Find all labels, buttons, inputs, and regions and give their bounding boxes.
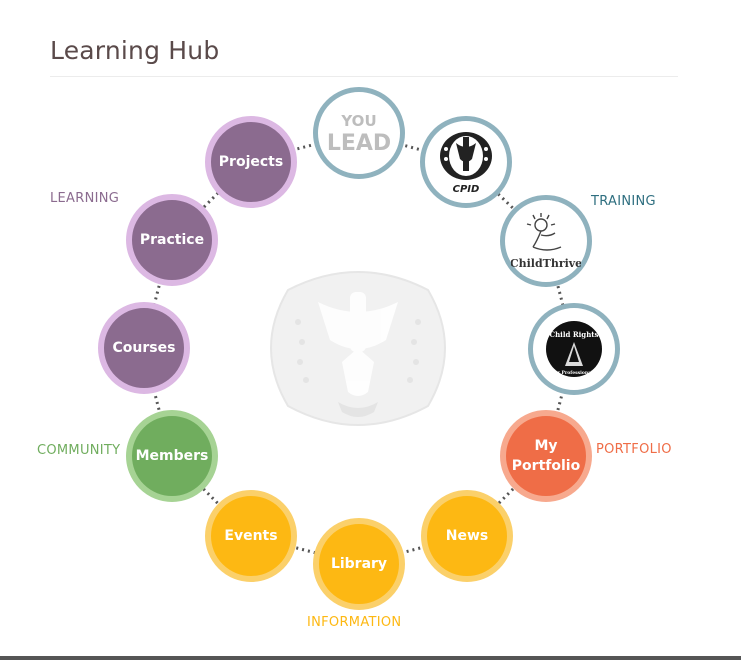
childrights-line2: for Professionals xyxy=(553,370,596,376)
cpid-logo-text: CPID xyxy=(453,184,480,195)
category-portfolio-label: PORTFOLIO xyxy=(596,442,672,457)
category-training-label: TRAINING xyxy=(591,194,656,209)
members-label: Members xyxy=(135,448,209,464)
page-title: Learning Hub xyxy=(50,36,220,65)
my-portfolio-label-line2: Portfolio xyxy=(511,458,581,474)
childrights-logo-button[interactable]: Child Rights for Professionals xyxy=(528,303,620,395)
category-learning-label: LEARNING xyxy=(50,191,120,206)
lion-logo-watermark-icon xyxy=(270,271,446,426)
youlead-logo-button[interactable]: YOU LEAD xyxy=(313,87,405,179)
category-information-label: INFORMATION xyxy=(307,615,402,630)
cpid-lion-icon: CPID xyxy=(440,132,492,195)
courses-button[interactable]: Courses xyxy=(98,302,190,394)
members-button[interactable]: Members xyxy=(126,410,218,502)
projects-label: Projects xyxy=(218,154,284,170)
practice-label: Practice xyxy=(139,232,205,248)
cpid-logo-button[interactable]: CPID xyxy=(420,116,512,208)
title-divider xyxy=(50,76,678,77)
courses-label: Courses xyxy=(112,340,176,356)
practice-button[interactable]: Practice xyxy=(126,194,218,286)
news-button[interactable]: News xyxy=(421,490,513,582)
category-community-label: COMMUNITY xyxy=(37,443,121,458)
childthrive-logo-button[interactable]: ChildThrive xyxy=(500,195,592,287)
library-label: Library xyxy=(330,556,388,572)
footer-bar xyxy=(0,656,741,660)
projects-button[interactable]: Projects xyxy=(205,116,297,208)
news-label: News xyxy=(445,528,489,544)
library-button[interactable]: Library xyxy=(313,518,405,610)
youlead-icon: YOU LEAD xyxy=(328,112,390,156)
events-label: Events xyxy=(224,528,278,544)
youlead-line1: YOU xyxy=(340,112,376,130)
childthrive-logo-text: ChildThrive xyxy=(511,257,581,270)
my-portfolio-button[interactable]: My Portfolio xyxy=(500,410,592,502)
events-button[interactable]: Events xyxy=(205,490,297,582)
childrights-icon: Child Rights for Professionals xyxy=(546,321,602,377)
childthrive-icon: ChildThrive xyxy=(511,213,581,270)
childrights-line1: Child Rights xyxy=(550,330,599,339)
my-portfolio-label-line1: My xyxy=(534,438,558,454)
youlead-line2: LEAD xyxy=(328,131,390,156)
